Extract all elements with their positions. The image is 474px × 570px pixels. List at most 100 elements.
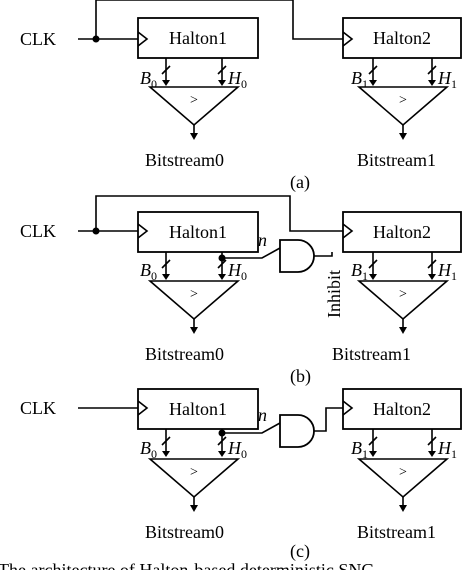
arrow-head (162, 80, 170, 86)
bus-slash (161, 259, 171, 269)
arrow-head (190, 327, 198, 334)
bitstream0-label-b: Bitstream0 (145, 344, 224, 364)
arrow-head (369, 80, 377, 86)
halton1-label-a: Halton1 (169, 28, 227, 48)
comparator1-b (356, 280, 450, 321)
panel-a: CLK Halton1 Halton2 B0 H0 > Bitstream0 B… (20, 0, 462, 193)
b0-label-c: B0 (140, 438, 157, 461)
arrow-head (218, 80, 226, 86)
bitstream0-label-c: Bitstream0 (145, 522, 224, 542)
halton1-box-b (137, 211, 259, 253)
clk-label-c: CLK (20, 398, 56, 418)
halton1-box-c (137, 388, 259, 430)
bus-slash (217, 65, 227, 75)
bus-slash (217, 259, 227, 269)
arrow-head (162, 274, 170, 280)
h0-label-a: H0 (227, 68, 247, 91)
comparator-symbol: > (399, 93, 407, 108)
h1-label-c: H1 (437, 438, 457, 461)
halton1-label-c: Halton1 (169, 399, 227, 419)
halton1-label-b: Halton1 (169, 222, 227, 242)
panel-b: CLK Halton1 Halton2 n Inhibit B0 H0 > Bi… (20, 195, 462, 387)
bus-slash (368, 436, 378, 446)
comparator0-a (147, 86, 241, 127)
clk-input-marker (342, 31, 354, 47)
comparator1-c (356, 458, 450, 499)
caption-b: (b) (290, 366, 311, 387)
and-input-wire-b (222, 247, 281, 259)
bus-slash (217, 436, 227, 446)
comparator-symbol: > (190, 287, 198, 302)
halton2-box-c (342, 388, 462, 430)
n-label-b: n (258, 230, 267, 250)
gated-clk-wire-c (314, 407, 343, 432)
panel-c: CLK Halton1 Halton2 n B0 H0 > Bitstream0 (20, 388, 462, 562)
clk-input-marker (342, 400, 354, 416)
bitstream1-label-a: Bitstream1 (357, 150, 436, 170)
arrow-head (369, 451, 377, 457)
comparator-symbol: > (399, 465, 407, 480)
comparator-symbol: > (190, 93, 198, 108)
h0-label-b: H0 (227, 260, 247, 283)
bus-slash (427, 65, 437, 75)
arrow-head (428, 451, 436, 457)
halton2-label-b: Halton2 (373, 222, 431, 242)
b0-label-b: B0 (140, 260, 157, 283)
inhibit-wire-b (314, 252, 333, 257)
arrow-head (399, 327, 407, 334)
bus-slash (161, 436, 171, 446)
b1-label-a: B1 (351, 68, 368, 91)
halton2-box-a (342, 17, 462, 59)
arrow-head (428, 274, 436, 280)
bus-slash (427, 259, 437, 269)
b1-label-c: B1 (351, 438, 368, 461)
halton2-label-a: Halton2 (373, 28, 431, 48)
comparator0-b (147, 280, 241, 321)
h0-label-c: H0 (227, 438, 247, 461)
caption-c: (c) (290, 541, 310, 562)
bitstream1-label-c: Bitstream1 (357, 522, 436, 542)
arrow-head (399, 133, 407, 140)
clk-label-b: CLK (20, 221, 56, 241)
comparator1-a (356, 86, 450, 127)
bus-slash (161, 65, 171, 75)
caption-a: (a) (290, 172, 310, 193)
clk-branch-a (95, 0, 343, 40)
h1-label-b: H1 (437, 260, 457, 283)
comparator-symbol: > (190, 465, 198, 480)
arrow-head (190, 505, 198, 512)
arrow-head (190, 133, 198, 140)
and-gate-b (279, 239, 315, 273)
clk-label-a: CLK (20, 29, 56, 49)
bus-slash (368, 259, 378, 269)
and-gate-c (279, 414, 315, 448)
clk-input-marker (137, 223, 149, 239)
clk-branch-b (95, 195, 343, 232)
halton2-box-b (342, 211, 462, 253)
n-label-c: n (258, 405, 267, 425)
comparator0-c (147, 458, 241, 499)
comparator-symbol: > (399, 287, 407, 302)
bus-slash (368, 65, 378, 75)
arrow-head (399, 505, 407, 512)
bitstream0-label-a: Bitstream0 (145, 150, 224, 170)
bus-slash (427, 436, 437, 446)
figure-footer-caption: The architecture of Halton-based determi… (0, 560, 374, 570)
clk-input-marker (137, 400, 149, 416)
clk-input-marker (342, 223, 354, 239)
arrow-head (428, 80, 436, 86)
and-input-wire-c (222, 422, 281, 434)
b0-label-a: B0 (140, 68, 157, 91)
halton2-label-c: Halton2 (373, 399, 431, 419)
b1-label-b: B1 (351, 260, 368, 283)
arrow-head (218, 451, 226, 457)
arrow-head (369, 274, 377, 280)
clk-input-marker (137, 31, 149, 47)
h1-label-a: H1 (437, 68, 457, 91)
halton1-box-a (137, 17, 259, 59)
arrow-head (162, 451, 170, 457)
bitstream1-label-b: Bitstream1 (332, 344, 411, 364)
arrow-head (218, 274, 226, 280)
inhibit-label-b: Inhibit (324, 270, 344, 318)
